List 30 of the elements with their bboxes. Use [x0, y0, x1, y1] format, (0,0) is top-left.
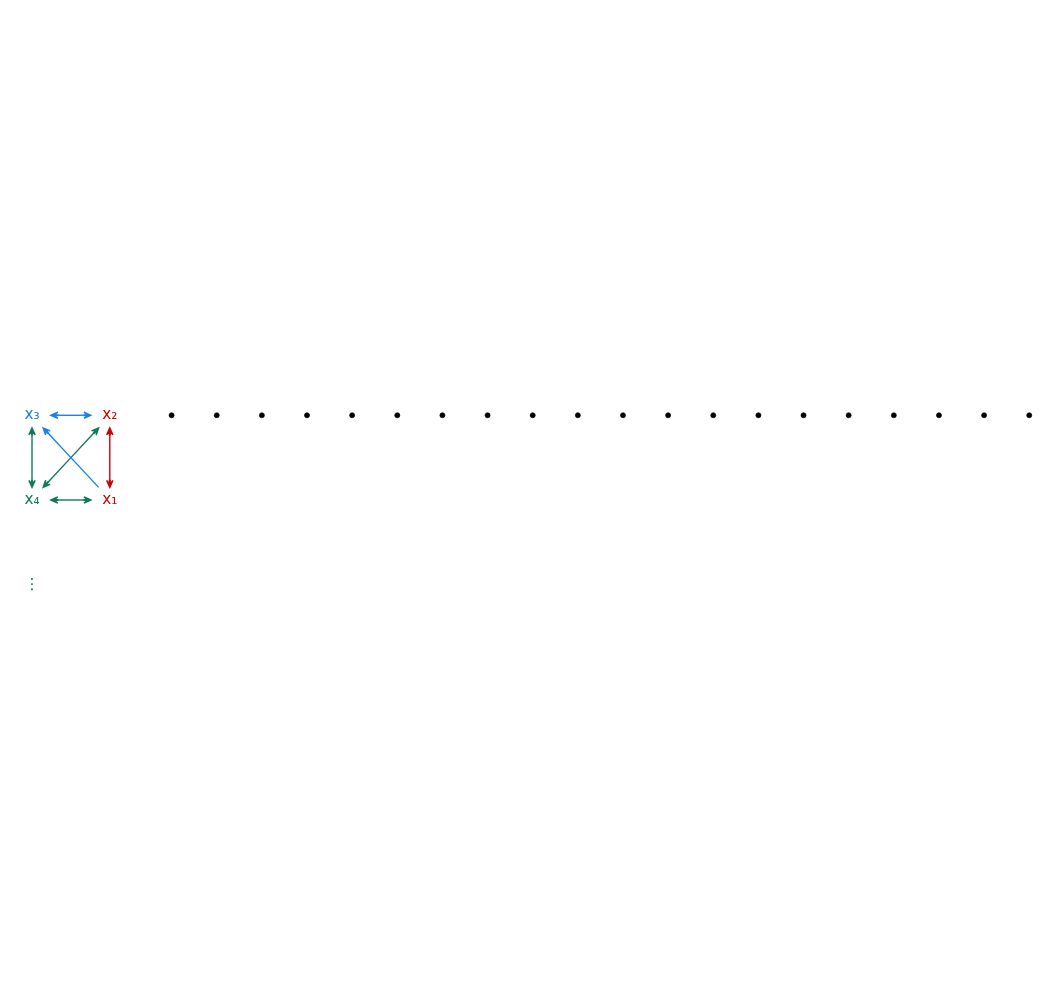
node-circle	[304, 412, 310, 419]
node-circle	[439, 412, 446, 419]
node-circle	[259, 412, 265, 419]
node-circle	[1026, 412, 1033, 419]
node-circle	[349, 412, 355, 419]
node-circle	[890, 412, 897, 419]
node-circle	[800, 412, 807, 419]
arrow	[28, 427, 36, 489]
arrow	[50, 496, 92, 504]
node-circle	[394, 412, 401, 419]
node-circle	[484, 412, 491, 419]
node-circle	[936, 412, 942, 419]
node-circle	[755, 412, 762, 419]
node-circle	[575, 412, 581, 419]
node-circle	[845, 412, 852, 419]
node-circle	[710, 412, 717, 419]
label: ⋮	[24, 574, 40, 593]
node-circle	[168, 412, 175, 419]
node-text: x₂	[102, 405, 118, 424]
arrow	[42, 427, 100, 489]
node-circle	[665, 412, 671, 419]
node-text: x₄	[24, 489, 40, 508]
node-circle	[529, 412, 536, 419]
node-text: x₃	[24, 405, 40, 424]
node-circle	[213, 412, 220, 419]
arrow	[50, 411, 92, 420]
node-text: x₁	[102, 489, 118, 508]
arrow	[105, 427, 114, 489]
node-circle	[620, 412, 626, 419]
node-circle	[981, 412, 987, 419]
